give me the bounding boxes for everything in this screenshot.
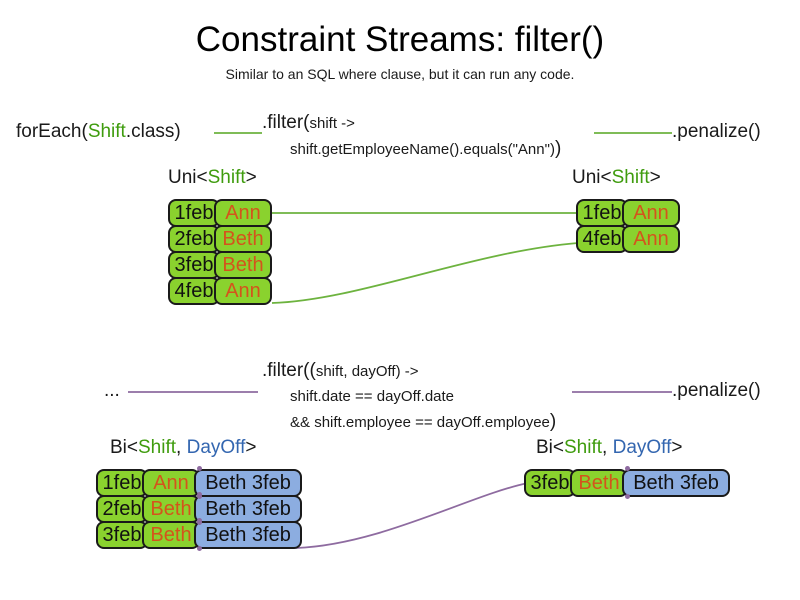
cell-dayoff: Beth 3feb bbox=[194, 469, 302, 497]
uni-source-label: forEach(Shift.class) bbox=[16, 121, 181, 143]
bi-output-caption-prefix: Bi< bbox=[536, 437, 564, 458]
join-dot-icon bbox=[625, 466, 630, 471]
cell-dayoff: Beth 3feb bbox=[194, 521, 302, 549]
cell-name: Beth bbox=[570, 469, 628, 497]
cell-dayoff: Beth 3feb bbox=[622, 469, 730, 497]
cell-dayoff: Beth 3feb bbox=[194, 495, 302, 523]
cell-name: Beth bbox=[214, 225, 272, 253]
uni-terminal-label: .penalize() bbox=[672, 121, 761, 142]
join-dot-icon bbox=[197, 546, 202, 551]
uni-input-caption-prefix: Uni< bbox=[168, 167, 208, 188]
bi-output-caption-comma: , bbox=[602, 437, 613, 458]
bi-line3-prefix: && bbox=[290, 414, 315, 431]
bi-input-caption-comma: , bbox=[176, 437, 187, 458]
join-dot-icon bbox=[197, 518, 202, 523]
wire-bi-row3 bbox=[295, 482, 529, 549]
uni-filter-code: .filter(shift -> shift.getEmployeeName()… bbox=[262, 110, 561, 162]
bi-line2-var-a: shift bbox=[290, 388, 318, 405]
page-subtitle: Similar to an SQL where clause, but it c… bbox=[225, 66, 575, 82]
bi-input-caption-type-a: Shift bbox=[138, 437, 177, 458]
page-title: Constraint Streams: filter() bbox=[195, 20, 605, 59]
cell-date: 1feb bbox=[96, 469, 148, 497]
uni-source-type: Shift bbox=[87, 121, 126, 142]
cell-date: 1feb bbox=[168, 199, 220, 227]
bi-line3-var-b: dayOff bbox=[436, 414, 481, 431]
cell-name: Ann bbox=[622, 199, 680, 227]
bi-filter-head: .filter(( bbox=[262, 360, 316, 381]
cell-date: 3feb bbox=[96, 521, 148, 549]
cell-date: 2feb bbox=[168, 225, 220, 253]
bi-source-label: ... bbox=[104, 380, 120, 401]
uni-filter-head: .filter( bbox=[262, 112, 310, 133]
uni-input-caption-suffix: > bbox=[245, 167, 257, 188]
cell-name: Beth bbox=[214, 251, 272, 279]
uni-source-prefix: forEach( bbox=[16, 121, 88, 142]
uni-filter-close: ) bbox=[554, 138, 562, 159]
bi-output-caption-suffix: > bbox=[671, 437, 683, 458]
join-dot-icon bbox=[197, 466, 202, 471]
uni-input-caption-type: Shift bbox=[207, 167, 246, 188]
bi-line3-end: .employee bbox=[480, 414, 550, 431]
bi-output-caption-type-b: DayOff bbox=[612, 437, 672, 458]
uni-filter-body-var: shift bbox=[290, 141, 318, 158]
bi-filter-close: ) bbox=[549, 411, 557, 432]
bi-input-caption-prefix: Bi< bbox=[110, 437, 138, 458]
cell-name: Ann bbox=[214, 199, 272, 227]
bi-output-caption-type-a: Shift bbox=[564, 437, 603, 458]
bi-line2-mid: .date == bbox=[317, 388, 377, 405]
cell-date: 3feb bbox=[524, 469, 576, 497]
cell-date: 4feb bbox=[576, 225, 628, 253]
bi-terminal-label: .penalize() bbox=[672, 380, 761, 401]
uni-source-suffix: .class) bbox=[125, 121, 181, 142]
bi-filter-param-b: dayOff bbox=[351, 363, 396, 380]
uni-output-caption-prefix: Uni< bbox=[572, 167, 612, 188]
uni-output-caption-type: Shift bbox=[611, 167, 650, 188]
cell-date: 2feb bbox=[96, 495, 148, 523]
uni-filter-body-rest: .getEmployeeName().equals("Ann") bbox=[317, 141, 555, 158]
uni-filter-arrow: -> bbox=[337, 115, 355, 132]
bi-filter-param-comma: , bbox=[343, 363, 352, 380]
join-dot-icon bbox=[197, 492, 202, 497]
cell-name: Ann bbox=[622, 225, 680, 253]
cell-name: Ann bbox=[214, 277, 272, 305]
cell-name: Beth bbox=[142, 495, 200, 523]
uni-output-caption-suffix: > bbox=[649, 167, 661, 188]
wire-uni-row4 bbox=[271, 242, 579, 304]
bi-line2-var-b: dayOff bbox=[376, 388, 421, 405]
uni-filter-param: shift bbox=[309, 115, 338, 132]
uni-input-caption: Uni<Shift> bbox=[168, 167, 257, 189]
bi-line3-mid: .employee == bbox=[341, 414, 437, 431]
bi-line3-var-a: shift bbox=[314, 414, 342, 431]
bi-line2-end: .date bbox=[420, 388, 455, 405]
bi-input-caption-type-b: DayOff bbox=[186, 437, 246, 458]
bi-input-caption: Bi<Shift, DayOff> bbox=[110, 437, 256, 459]
bi-filter-code: .filter((shift, dayOff) -> shift.date ==… bbox=[262, 358, 556, 435]
cell-date: 3feb bbox=[168, 251, 220, 279]
bi-input-caption-suffix: > bbox=[245, 437, 257, 458]
bi-output-caption: Bi<Shift, DayOff> bbox=[536, 437, 682, 459]
cell-date: 1feb bbox=[576, 199, 628, 227]
bi-filter-param-a: shift bbox=[315, 363, 344, 380]
cell-date: 4feb bbox=[168, 277, 220, 305]
uni-output-caption: Uni<Shift> bbox=[572, 167, 661, 189]
join-dot-icon bbox=[625, 494, 630, 499]
cell-name: Beth bbox=[142, 521, 200, 549]
bi-filter-arrow: ) -> bbox=[395, 363, 419, 380]
cell-name: Ann bbox=[142, 469, 200, 497]
